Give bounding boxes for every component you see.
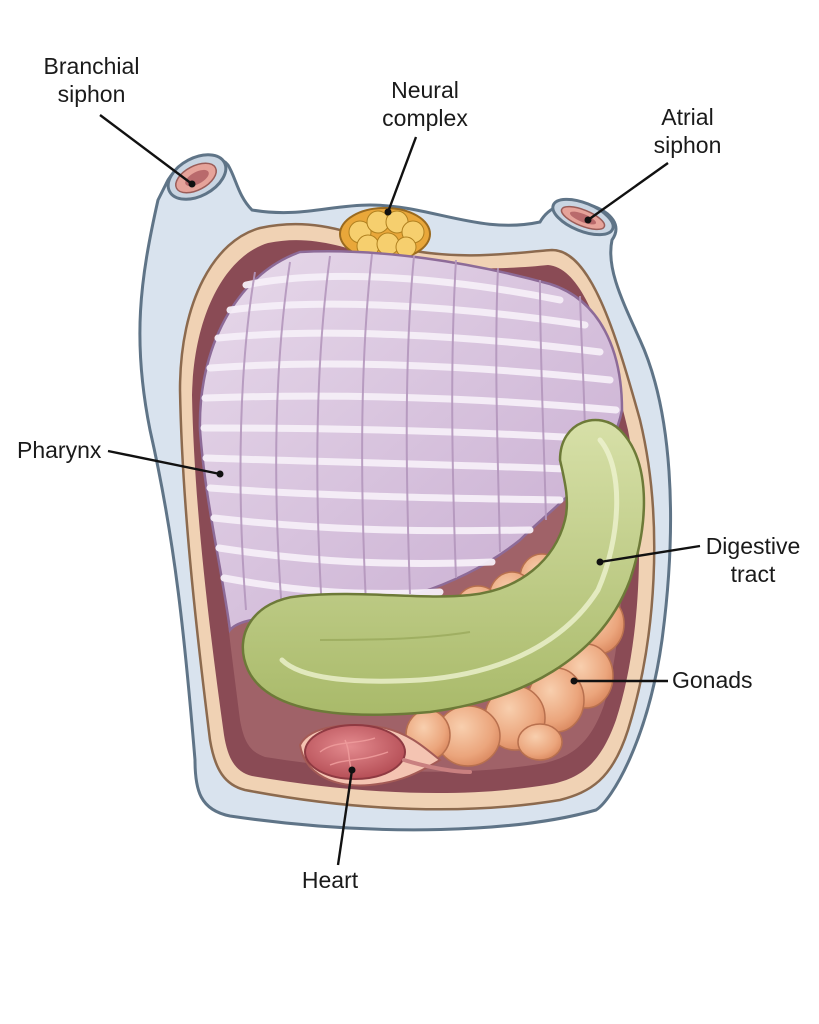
label-branchial-siphon-line1: Branchial — [43, 53, 140, 79]
label-atrial-siphon: Atrial siphon — [640, 103, 735, 159]
label-digestive-tract-line2: tract — [730, 561, 776, 587]
neural-complex — [339, 207, 431, 261]
label-heart: Heart — [290, 866, 370, 894]
leader-lines — [99, 114, 701, 866]
label-neural-complex: Neural complex — [370, 76, 480, 132]
label-neural-complex-line2: complex — [382, 105, 468, 131]
label-pharynx: Pharynx — [17, 436, 101, 464]
leader-heart — [336, 769, 354, 866]
digestive-tract — [241, 418, 646, 716]
leader-branchial-siphon — [99, 114, 193, 185]
leader-atrial-siphon — [587, 162, 669, 221]
label-gonads-line1: Gonads — [672, 667, 753, 693]
atrial-siphon-opening — [551, 197, 615, 237]
branchial-siphon-opening — [166, 153, 228, 201]
label-digestive-tract: Digestive tract — [698, 532, 808, 588]
label-atrial-siphon-line2: siphon — [653, 132, 722, 158]
label-branchial-siphon: Branchial siphon — [34, 52, 149, 108]
label-branchial-siphon-line2: siphon — [57, 81, 126, 107]
label-atrial-siphon-line1: Atrial — [661, 104, 714, 130]
label-gonads: Gonads — [672, 666, 753, 694]
leader-neural-complex — [386, 136, 418, 213]
leader-dots — [188, 180, 604, 774]
leader-pharynx — [107, 449, 221, 476]
pharynx — [198, 250, 624, 634]
label-digestive-tract-line1: Digestive — [705, 533, 801, 559]
label-pharynx-line1: Pharynx — [17, 437, 102, 463]
label-heart-line1: Heart — [301, 867, 359, 893]
leader-digestive-tract — [599, 544, 701, 564]
label-neural-complex-line1: Neural — [391, 77, 459, 103]
